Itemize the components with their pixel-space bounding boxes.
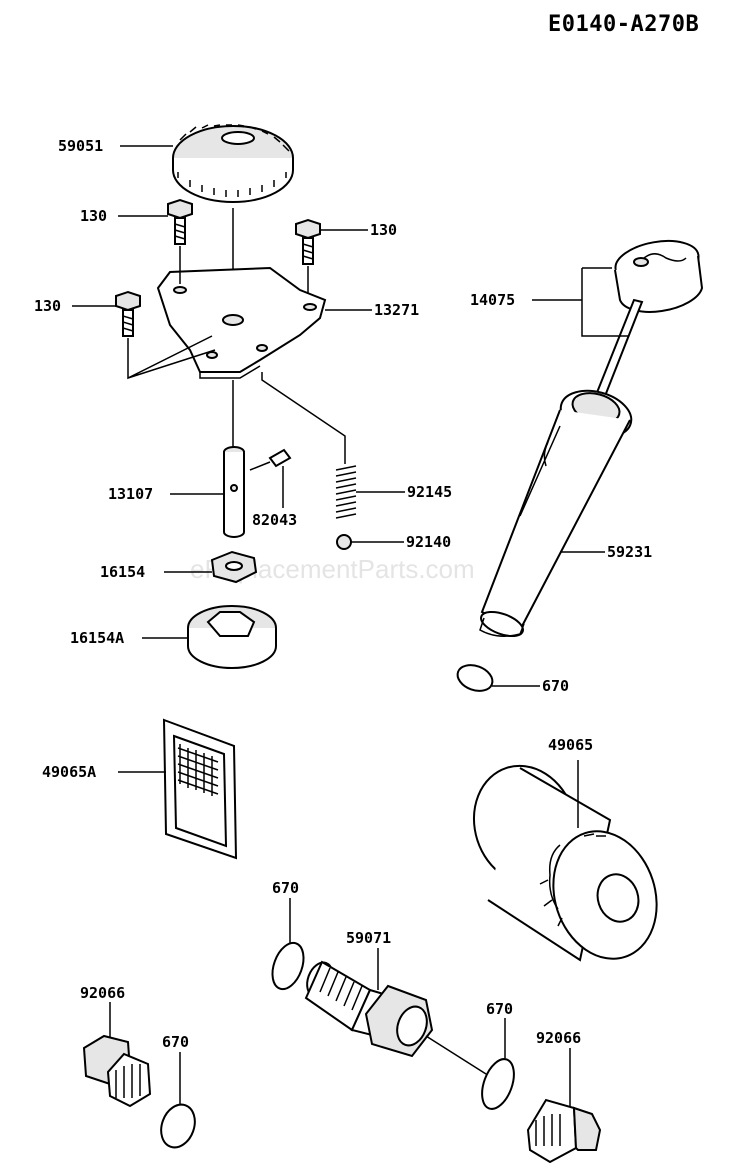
pin-82043[interactable] (268, 448, 292, 468)
label-130-b: 130 (370, 221, 397, 239)
label-16154A: 16154A (70, 629, 124, 647)
o-ring-670-fitting-right[interactable] (476, 1055, 520, 1113)
o-ring-670-fitting-left[interactable] (267, 939, 310, 994)
label-92066-a: 92066 (80, 984, 125, 1002)
bolt-130-left[interactable] (115, 290, 141, 337)
outer-rotor-16154A[interactable] (187, 605, 277, 669)
label-13107: 13107 (108, 485, 153, 503)
oil-filter-49065[interactable] (459, 752, 673, 972)
ball-92140[interactable] (336, 534, 352, 550)
bolt-130-right[interactable] (295, 218, 321, 265)
label-16154: 16154 (100, 563, 145, 581)
diagram-code: E0140-A270B (548, 12, 700, 37)
label-14075: 14075 (470, 291, 515, 309)
label-49065: 49065 (548, 736, 593, 754)
label-670-a: 670 (542, 677, 569, 695)
label-49065A: 49065A (42, 763, 96, 781)
label-670-d: 670 (486, 1000, 513, 1018)
label-59231: 59231 (607, 543, 652, 561)
gear-59051[interactable] (172, 124, 294, 203)
bolt-130-left-top[interactable] (167, 198, 193, 245)
drain-plug-92066-right[interactable] (526, 1098, 602, 1164)
drain-plug-92066-left[interactable] (82, 1034, 152, 1108)
fitting-59071[interactable] (303, 959, 434, 1058)
o-ring-670-tube[interactable] (454, 661, 496, 696)
label-13271: 13271 (374, 301, 419, 319)
label-59071: 59071 (346, 929, 391, 947)
label-59051: 59051 (58, 137, 103, 155)
label-92066-b: 92066 (536, 1029, 581, 1047)
label-92140: 92140 (406, 533, 451, 551)
o-ring-670-bottom[interactable] (155, 1100, 200, 1152)
oil-fill-tube-59231[interactable] (478, 383, 637, 640)
label-92145: 92145 (407, 483, 452, 501)
screen-49065A[interactable] (162, 718, 238, 860)
label-670-b: 670 (272, 879, 299, 897)
label-130-c: 130 (34, 297, 61, 315)
label-82043: 82043 (252, 511, 297, 529)
label-670-c: 670 (162, 1033, 189, 1051)
label-130-a: 130 (80, 207, 107, 225)
inner-rotor-16154[interactable] (210, 550, 258, 584)
shaft-13107[interactable] (223, 446, 245, 538)
plate-13271[interactable] (156, 266, 327, 379)
spring-92145[interactable] (335, 465, 357, 519)
